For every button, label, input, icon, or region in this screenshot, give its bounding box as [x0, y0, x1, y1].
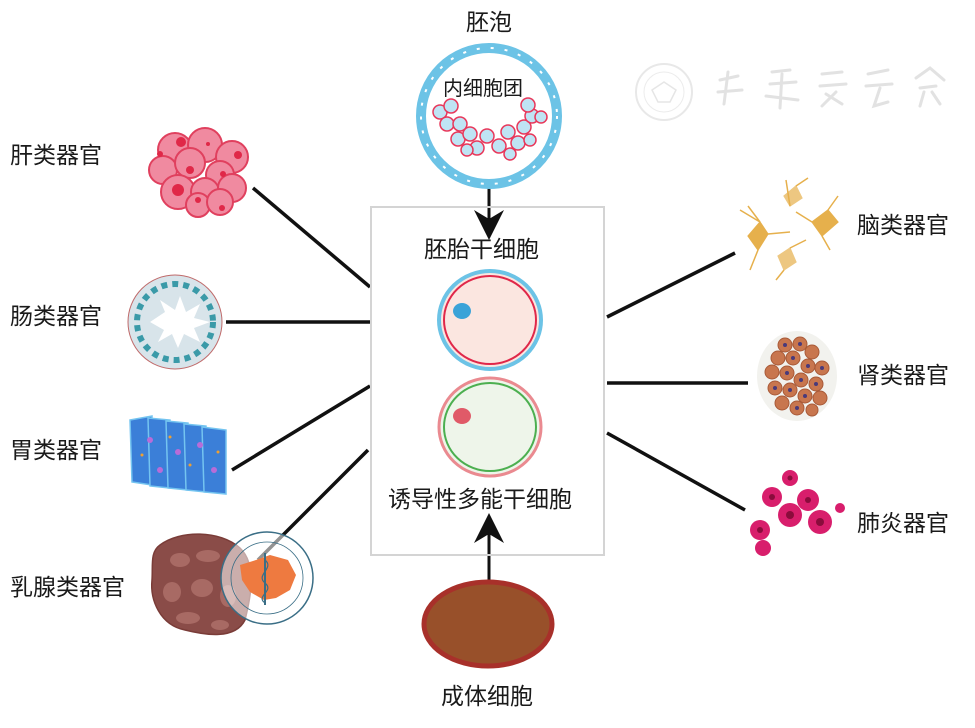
- line-liver: [251, 186, 372, 289]
- stem-cell-box: [370, 206, 605, 556]
- brain-organoid-label: 脑类器官: [857, 213, 949, 239]
- line-brain: [606, 251, 736, 319]
- liver-organoid-label: 肝类器官: [10, 143, 102, 169]
- line-mammary: [256, 448, 370, 562]
- ipsc-label: 诱导性多能干细胞: [388, 487, 572, 513]
- mammary-organoid-label: 乳腺类器官: [10, 575, 125, 601]
- inner-cell-mass-label: 内细胞团: [443, 76, 523, 100]
- lung-organoid-label: 肺炎器官: [857, 511, 949, 537]
- kidney-organoid-label: 肾类器官: [857, 363, 949, 389]
- gastric-organoid-label: 胃类器官: [10, 438, 102, 464]
- blastocyst-label: 胚泡: [466, 10, 512, 36]
- line-stomach: [231, 384, 371, 472]
- esc-label: 胚胎干细胞: [424, 237, 539, 263]
- intestinal-organoid-label: 肠类器官: [10, 304, 102, 330]
- line-lung: [606, 431, 746, 512]
- somatic-label: 成体细胞: [441, 684, 533, 710]
